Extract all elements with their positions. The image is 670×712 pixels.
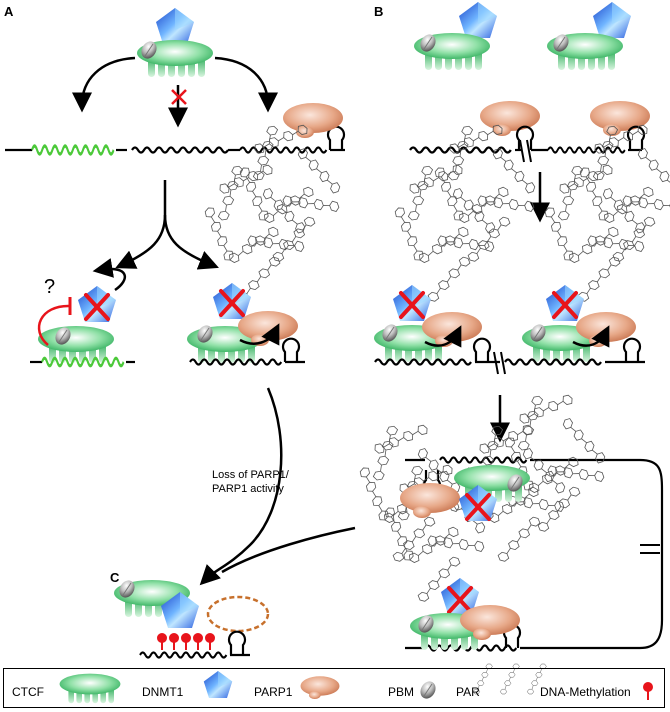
dna-methylated: [5, 144, 127, 156]
loss-note-line-1: Loss of PARP1/: [212, 469, 289, 481]
panel-label-a: A: [4, 4, 14, 19]
legend-methylation-label: DNA-Methylation: [540, 685, 631, 699]
feedback-arrow: [92, 258, 126, 292]
dna-methylated-lower: [30, 356, 135, 368]
panel-c: [114, 577, 270, 659]
legend-box: [3, 668, 665, 708]
parp1-protein: [283, 103, 343, 138]
legend-parp1-label: PARP1: [254, 685, 293, 699]
dna-plain: [130, 146, 240, 154]
arrow-merge-right: [163, 214, 219, 270]
legend-par-label: PAR: [456, 685, 480, 699]
panel-b-loop: [345, 380, 664, 652]
arrow-merge-left: [115, 180, 167, 269]
blocked-x: [171, 89, 187, 105]
dnmt1-protein: [156, 8, 194, 44]
arrow-right: [214, 56, 278, 113]
methylation-pins: [157, 633, 215, 650]
inhibition-arrow: [37, 304, 71, 346]
panel-label-c: C: [110, 570, 120, 585]
dna-parp1-bound: [238, 103, 346, 154]
panel-b-top: [408, 2, 650, 223]
legend-pbm-label: PBM: [388, 685, 415, 699]
arrow-left: [72, 56, 136, 113]
panel-a-parylated-complex: [187, 110, 348, 366]
panel-label-b: B: [374, 4, 384, 19]
arrow-to-c: [199, 387, 283, 586]
legend-ctcf-label: CTCF: [12, 685, 44, 699]
absent-parp1-outline: [206, 595, 270, 633]
legend-dnmt1-label: DNMT1: [142, 685, 184, 699]
legend-icons: [59, 663, 653, 704]
loss-note-line-2: PARP1 activity: [212, 483, 284, 495]
question-mark: ?: [44, 276, 56, 298]
panel-a-inhibited-complex: [30, 258, 135, 368]
panel-b-middle: [373, 110, 670, 443]
arrow-from-b-to-c: [221, 526, 356, 574]
loss-parp1-note: Loss of PARP1/ PARP1 activity: [212, 468, 289, 496]
panel-a-top: [5, 8, 346, 270]
